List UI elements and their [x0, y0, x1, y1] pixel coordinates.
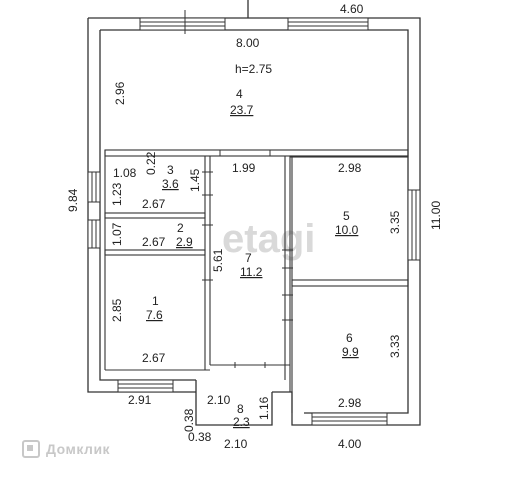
- window-left-2: [87, 219, 101, 249]
- room1-area: 7.6: [146, 308, 163, 322]
- room8-number: 8: [237, 402, 244, 416]
- dim-room3-wall: 0.22: [144, 151, 158, 175]
- dim-bottom-left: 2.91: [128, 393, 152, 407]
- dim-room8-top: 2.10: [207, 393, 231, 407]
- room5-area: 10.0: [335, 223, 359, 237]
- dim-room1-floor: 2.67: [142, 351, 166, 365]
- window-bottom-left: [117, 379, 174, 393]
- room7-number: 7: [245, 251, 252, 265]
- dim-right-outer: 11.00: [429, 201, 443, 230]
- room2-number: 2: [177, 221, 184, 235]
- dim-room6-height: 3.33: [388, 334, 402, 358]
- dim-room5-height: 3.35: [388, 210, 402, 234]
- interior-walls: [104, 149, 409, 413]
- window-top-left: [139, 10, 226, 34]
- door-marks: [202, 150, 293, 368]
- dim-top-inner: 8.00: [236, 36, 260, 50]
- room8-area: 2.3: [233, 415, 250, 429]
- ceiling-height: h=2.75: [235, 62, 272, 76]
- room3-area: 3.6: [162, 177, 179, 191]
- dim-bottom-right: 4.00: [338, 437, 362, 451]
- brand-name: Домклик: [46, 441, 111, 457]
- room4-number: 4: [236, 87, 243, 101]
- windows: [87, 10, 421, 426]
- room1-number: 1: [152, 294, 159, 308]
- dim-room3-width: 1.08: [113, 166, 137, 180]
- dim-room1-height: 2.85: [110, 298, 124, 322]
- window-left-1: [87, 171, 101, 203]
- dim-room7-side1: 1.45: [188, 168, 202, 192]
- window-right: [407, 189, 421, 261]
- dim-room5-top: 2.98: [338, 161, 362, 175]
- room2-area: 2.9: [176, 235, 193, 249]
- dim-bottom-mid: 2.10: [224, 437, 248, 451]
- window-top-right: [287, 17, 369, 31]
- dim-room7-side2: 5.61: [211, 248, 225, 272]
- dim-room3-floor: 2.67: [142, 197, 166, 211]
- dim-room8-height: 1.16: [257, 396, 271, 420]
- watermark-text: etagi: [222, 217, 315, 261]
- room7-area: 11.2: [240, 265, 263, 279]
- dim-room6-floor: 2.98: [338, 396, 362, 410]
- dim-room2-floor: 2.67: [142, 235, 166, 249]
- dim-room4-height: 2.96: [113, 81, 127, 105]
- brand-logo: Домклик: [22, 440, 110, 458]
- room5-number: 5: [343, 209, 350, 223]
- dim-left-outer: 9.84: [66, 188, 80, 212]
- house-icon: [22, 440, 40, 458]
- room4-area: 23.7: [230, 103, 254, 117]
- dim-room3-height: 1.23: [110, 182, 124, 206]
- dim-top-outer: 4.60: [340, 2, 364, 16]
- room3-number: 3: [167, 163, 174, 177]
- dim-step-height: 0.38: [182, 408, 196, 432]
- room6-number: 6: [346, 331, 353, 345]
- window-bottom-right: [311, 412, 388, 426]
- dim-room7-top: 1.99: [232, 161, 256, 175]
- room6-area: 9.9: [342, 345, 359, 359]
- dim-step-width: 0.38: [188, 430, 212, 444]
- dim-room2-height: 1.07: [110, 222, 124, 246]
